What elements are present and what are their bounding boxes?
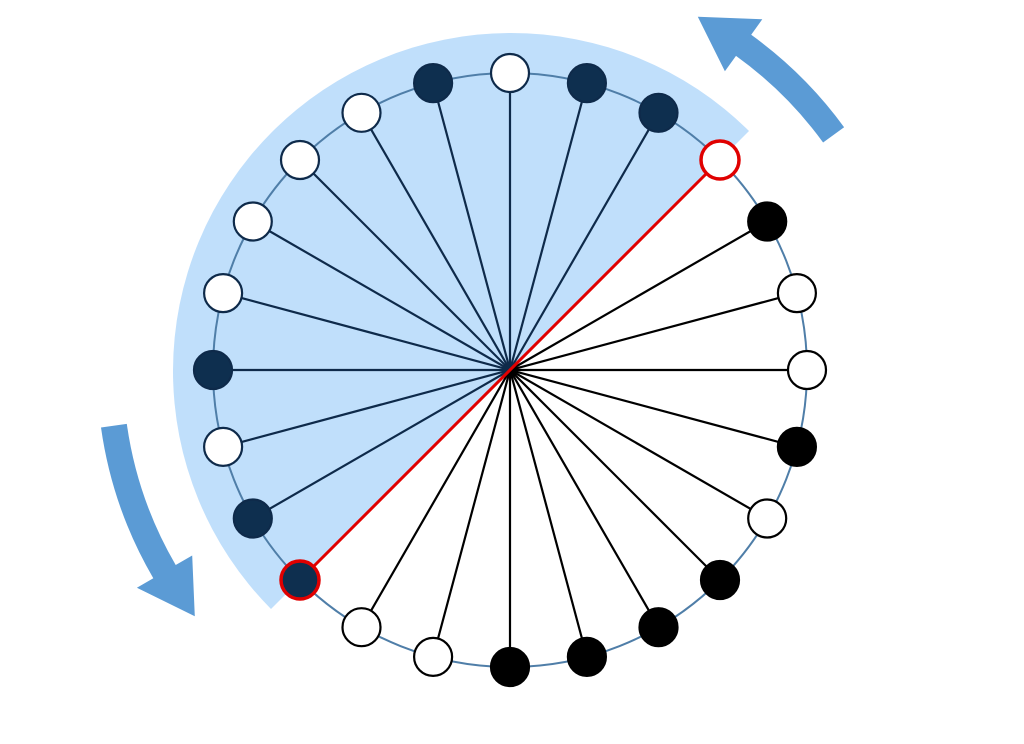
node-13 bbox=[413, 636, 454, 678]
spoke-19 bbox=[222, 292, 511, 372]
highlighted-diameter bbox=[298, 158, 722, 582]
node-9 bbox=[699, 559, 741, 601]
spoke-23 bbox=[432, 82, 512, 371]
spoke-11 bbox=[508, 369, 588, 658]
spoke-13 bbox=[432, 369, 512, 658]
node-6 bbox=[786, 349, 828, 391]
node-4 bbox=[747, 201, 788, 242]
node-7 bbox=[776, 426, 818, 467]
node-3-highlighted bbox=[699, 139, 741, 181]
spoke-9 bbox=[509, 369, 721, 581]
spokes-layer bbox=[213, 73, 807, 667]
spoke-17 bbox=[222, 368, 511, 448]
rotation-arrows-layer bbox=[101, 16, 845, 617]
node-15-highlighted bbox=[279, 559, 321, 601]
node-20 bbox=[232, 201, 273, 242]
spoke-7 bbox=[509, 368, 798, 448]
spoke-1 bbox=[508, 82, 588, 371]
spoke-21 bbox=[299, 159, 511, 371]
rotation-arrow-bottom-left bbox=[101, 423, 195, 617]
spoke-4 bbox=[509, 220, 768, 371]
node-16 bbox=[232, 498, 273, 539]
node-8 bbox=[747, 498, 788, 539]
rotation-arrow-top-right bbox=[697, 16, 845, 143]
node-12 bbox=[489, 646, 531, 688]
node-23 bbox=[413, 62, 454, 104]
nodes-layer bbox=[192, 52, 828, 688]
node-1 bbox=[566, 62, 608, 104]
node-10 bbox=[638, 607, 679, 648]
spoke-20 bbox=[252, 220, 511, 371]
node-5 bbox=[776, 273, 818, 314]
node-19 bbox=[203, 273, 244, 314]
spoke-22 bbox=[360, 112, 511, 371]
node-22 bbox=[341, 92, 382, 133]
spoke-2 bbox=[509, 112, 660, 371]
node-14 bbox=[341, 607, 382, 648]
spoke-5 bbox=[509, 292, 798, 372]
node-11 bbox=[566, 636, 608, 678]
node-0 bbox=[489, 52, 531, 94]
node-2 bbox=[638, 92, 679, 133]
node-17 bbox=[203, 426, 244, 467]
node-18 bbox=[192, 349, 234, 391]
spoke-10 bbox=[509, 369, 660, 628]
spoke-8 bbox=[509, 369, 768, 520]
node-21 bbox=[279, 139, 321, 181]
spoke-14 bbox=[360, 369, 511, 628]
spoke-16 bbox=[252, 369, 511, 520]
